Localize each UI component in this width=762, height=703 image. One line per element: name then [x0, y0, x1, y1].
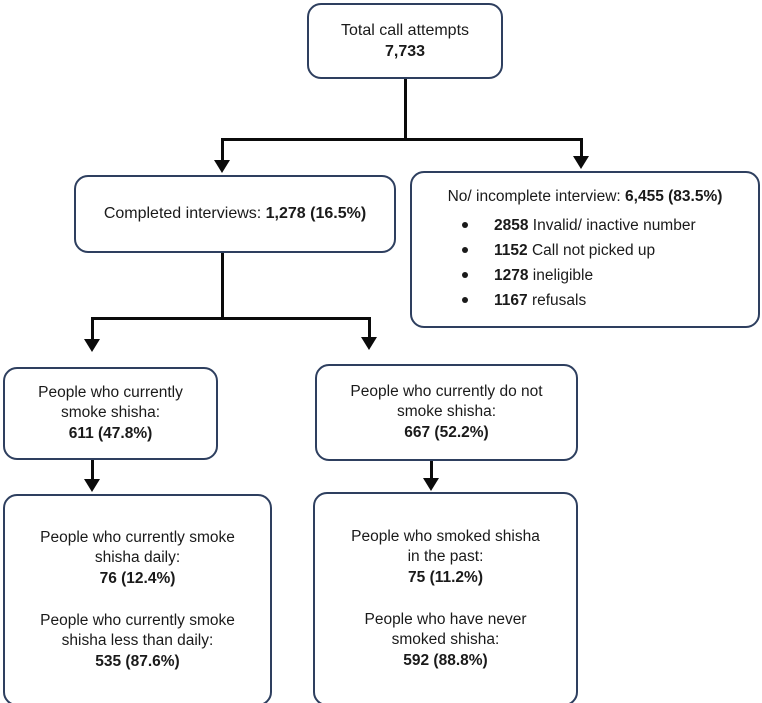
node-past-line2: in the past:: [407, 548, 484, 566]
node-daily-line2: shisha daily:: [94, 549, 181, 567]
connector-stem-daily: [91, 460, 94, 481]
arrowhead-incomplete: [573, 156, 589, 169]
node-daily-and-less-than-daily: People who currently smoke shisha daily:…: [3, 494, 272, 703]
node-never-value: 592 (88.8%): [403, 651, 488, 669]
connector-stem-past: [430, 461, 433, 481]
connector-drop-non-smoker: [368, 317, 371, 339]
list-item: 2858 Invalid/ inactive number: [462, 213, 758, 238]
node-current-shisha-smokers: People who currently smoke shisha: 611 (…: [3, 367, 218, 460]
node-incomplete-value: 6,455 (83.5%): [625, 188, 723, 205]
connector-bar-level1: [221, 138, 583, 141]
node-current-line2: smoke shisha:: [60, 404, 161, 422]
node-non-line2: smoke shisha:: [396, 403, 497, 421]
connector-drop-current-smoker: [91, 317, 94, 341]
node-never-line1: People who have never: [364, 611, 527, 628]
node-incomplete-header: No/ incomplete interview: 6,455 (83.5%): [412, 187, 758, 207]
arrowhead-non-smoker: [361, 337, 377, 350]
list-item: 1152 Call not picked up: [462, 238, 758, 263]
reason-label: Call not picked up: [527, 242, 656, 260]
node-completed-interviews: Completed interviews: 1,278 (16.5%): [74, 175, 396, 253]
connector-drop-completed: [221, 138, 224, 162]
node-lessdaily-line2: shisha less than daily:: [61, 632, 214, 650]
reason-count: 2858: [494, 217, 529, 235]
list-item: 1167 refusals: [462, 288, 758, 313]
arrowhead-current-smoker: [84, 339, 100, 352]
node-total-value: 7,733: [384, 43, 426, 60]
node-lessdaily-value: 535 (87.6%): [95, 652, 180, 670]
arrowhead-daily: [84, 479, 100, 492]
reason-label: ineligible: [528, 267, 594, 285]
node-total-label: Total call attempts: [340, 21, 470, 39]
reason-label: Invalid/ inactive number: [528, 217, 696, 235]
node-total-call-attempts: Total call attempts 7,733: [307, 3, 503, 79]
arrowhead-past: [423, 478, 439, 491]
node-lessdaily-line1: People who currently smoke: [40, 612, 235, 629]
connector-bar-level2: [91, 317, 371, 320]
node-daily-value: 76 (12.4%): [99, 569, 176, 587]
connector-stem-total: [404, 79, 407, 140]
node-daily-line1: People who currently smoke: [40, 528, 235, 546]
node-no-incomplete-interview: No/ incomplete interview: 6,455 (83.5%) …: [410, 171, 760, 328]
node-non-line1: People who currently do not: [350, 382, 543, 400]
node-current-value: 611 (47.8%): [68, 424, 153, 442]
node-completed-line: Completed interviews: 1,278 (16.5%): [76, 203, 394, 224]
node-current-non-smokers: People who currently do not smoke shisha…: [315, 364, 578, 461]
reason-count: 1278: [494, 267, 529, 285]
list-item: 1278 ineligible: [462, 263, 758, 288]
node-completed-value: 1,278 (16.5%): [265, 205, 367, 223]
reason-count: 1167: [494, 292, 528, 310]
node-past-spacer: [315, 588, 576, 610]
connector-drop-incomplete: [580, 138, 583, 158]
node-past-and-never-smokers: People who smoked shisha in the past: 75…: [313, 492, 578, 703]
arrowhead-completed: [214, 160, 230, 173]
node-daily-spacer: [5, 589, 270, 611]
node-non-value: 667 (52.2%): [404, 423, 489, 441]
incomplete-reason-list: 2858 Invalid/ inactive number 1152 Call …: [412, 213, 758, 313]
node-never-line2: smoked shisha:: [391, 631, 500, 649]
node-past-value: 75 (11.2%): [408, 568, 483, 586]
reason-count: 1152: [494, 242, 528, 260]
node-completed-label: Completed interviews:: [103, 205, 266, 223]
reason-label: refusals: [527, 292, 587, 310]
node-incomplete-label: No/ incomplete interview:: [447, 188, 626, 205]
node-current-line1: People who currently: [38, 383, 183, 401]
node-past-line1: People who smoked shisha: [351, 527, 540, 545]
connector-stem-completed: [221, 253, 224, 319]
